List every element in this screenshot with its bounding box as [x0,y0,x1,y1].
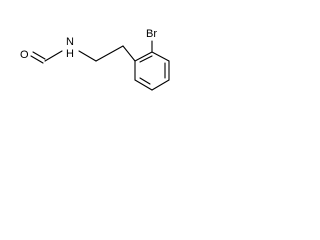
ring-bond-2 [151,51,170,62]
atom-label-nitrogen: N [66,36,74,48]
atom-label-hydrogen: H [66,48,74,60]
ring-inner-double-1 [139,55,153,63]
atom-label-bromine: Br [146,28,157,40]
bond-c-o-double-1 [32,51,46,60]
structure-canvas: O N H Br [0,0,199,117]
ring-inner-double-3 [139,77,151,85]
bond-ch2-ch2 [95,45,124,62]
ring-bond-4 [151,79,170,91]
bond-c-n [44,50,63,62]
atom-label-oxygen: O [20,49,29,61]
bond-ch2-ring [122,45,136,62]
ring-bond-5 [134,79,153,91]
bond-n-ch2 [78,50,97,62]
ring-bond-1 [134,51,153,62]
bond-c-o-double-2 [30,55,44,64]
molecule-diagram: O N H Br [20,28,170,91]
